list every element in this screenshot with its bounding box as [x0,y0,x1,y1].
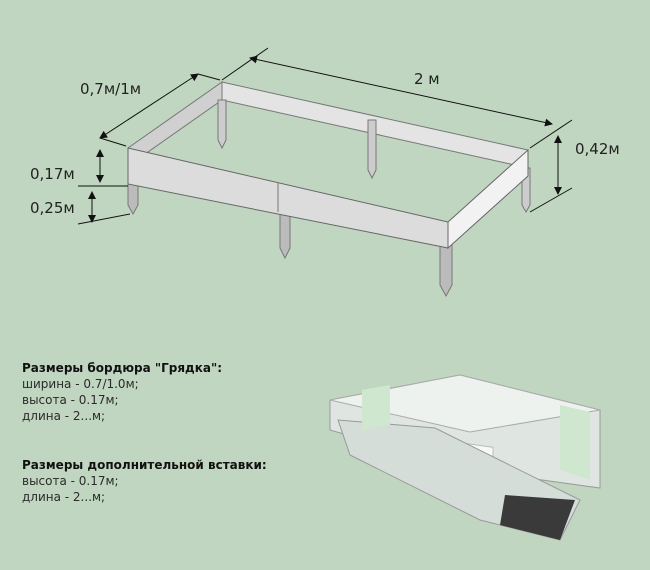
width-label: 0,7м/1м [80,80,142,98]
panel-height-label: 0,17м [30,165,75,183]
spec-line: длина - 2...м; [22,490,106,504]
packaged-product-photo [329,374,601,541]
insert-specs: Размеры дополнительной вставки: высота -… [22,457,267,505]
length-label: 2 м [414,70,440,88]
spec-line: высота - 0.17м; [22,474,119,488]
border-specs: Размеры бордюра "Грядка": ширина - 0.7/1… [22,360,222,424]
spec-line: высота - 0.17м; [22,393,119,407]
right-panel [447,148,529,250]
stake-height-label: 0,25м [30,199,75,217]
spec-line: ширина - 0.7/1.0м; [22,377,139,391]
insert-specs-title: Размеры дополнительной вставки: [22,458,267,472]
total-height-label: 0,42м [575,140,620,158]
spec-line: длина - 2...м; [22,409,106,423]
border-specs-title: Размеры бордюра "Грядка": [22,361,223,375]
